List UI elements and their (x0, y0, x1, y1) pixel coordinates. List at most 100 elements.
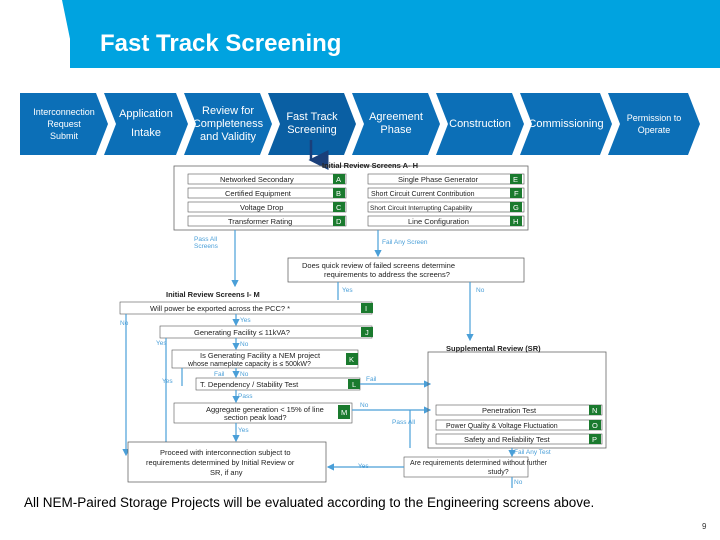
proceed-text: requirements determined by Initial Revie… (146, 458, 295, 467)
screen-e-letter-box (510, 174, 522, 184)
screen-f-letter-box (510, 188, 522, 198)
l-fail-label: Fail (366, 376, 377, 383)
screen-l-letter: L (352, 380, 356, 389)
screen-g-letter-box (510, 202, 522, 212)
screen-h-letter-box (510, 216, 522, 226)
screen-a-label: Networked Secondary (220, 175, 294, 184)
screen-k-letter-box (346, 353, 358, 365)
test-p (435, 433, 603, 445)
initial-review-ah-frame (173, 165, 529, 231)
screen-i-label: Will power be exported across the PCC? * (150, 304, 290, 313)
screen-g-label: Short Circuit Interrupting Capability (370, 205, 473, 212)
step-label: Request Submit (47, 119, 81, 141)
step-commissioning: Commissioning (520, 93, 612, 155)
screen-k-label: whose nameplate capacity is ≤ 500kW? (187, 361, 311, 368)
j-no-label: No (240, 341, 249, 348)
header-notch (0, 0, 70, 68)
screen-m-letter: M (341, 408, 347, 417)
screen-b-letter: B (336, 189, 341, 198)
test-n-letter: N (592, 406, 597, 415)
sr-yes-label: Yes (358, 463, 369, 470)
l-pass-label: Pass (238, 393, 253, 400)
screen-h-letter: H (513, 217, 518, 226)
step-label: Review for (202, 104, 254, 117)
screen-d (187, 215, 347, 227)
screen-d-label: Transformer Rating (228, 217, 292, 226)
screen-e-letter: E (513, 175, 518, 184)
fail-any-screen-label: Fail Any Screen (382, 239, 428, 246)
proceed-text: Proceed with interconnection subject to (160, 448, 291, 457)
step-label: and Validity (199, 130, 257, 143)
step-label: Intake (131, 127, 161, 139)
k-no-label: No (240, 371, 249, 378)
screen-j-letter: J (365, 328, 369, 337)
header-band (0, 0, 720, 68)
i-yes-label: Yes (240, 317, 251, 324)
quick-no-label: No (476, 287, 485, 294)
proceed-text: SR, if any (210, 468, 243, 477)
test-n (435, 404, 603, 416)
quick-yes-label: Yes (342, 287, 353, 294)
screen-e (367, 173, 525, 185)
screen-k-letter: K (349, 355, 354, 364)
screen-j-letter-box (361, 327, 373, 337)
step-label: Screening (287, 124, 337, 136)
screen-f-label: Short Circuit Current Contribution (371, 191, 475, 198)
step-label: Fast Track (286, 111, 338, 123)
screen-e-label: Single Phase Generator (398, 175, 479, 184)
screen-c-letter: C (336, 203, 342, 212)
page-number: 9 (702, 522, 707, 531)
screen-b-letter-box (333, 188, 345, 198)
screen-i-letter-box (361, 303, 373, 313)
screen-a (187, 173, 347, 185)
screen-g (367, 201, 525, 213)
slide-title: Fast Track Screening (100, 30, 342, 57)
screen-l-label: T. Dependency / Stability Test (200, 380, 299, 389)
test-o-letter-box (589, 420, 601, 430)
supplemental-review-title: Supplemental Review (SR) (446, 344, 541, 353)
screen-a-letter: A (336, 175, 341, 184)
pass-all-label: Screens (194, 243, 219, 250)
sr-question-text: Are requirements determined without furt… (410, 460, 548, 467)
sr-no-label: No (514, 479, 523, 486)
screen-i-letter: I (365, 304, 367, 313)
screen-d-letter: D (336, 217, 342, 226)
step-label: Interconnection (33, 107, 95, 117)
screen-h (367, 215, 525, 227)
m-yes-label: Yes (238, 427, 249, 434)
step-label: Completeness (192, 117, 264, 130)
sr-fail-any-test-label: Fail Any Test (514, 449, 551, 456)
k-yes-label: Yes (162, 378, 173, 385)
proceed-box (127, 441, 327, 483)
screen-l-letter-box (348, 379, 360, 389)
step-label: Application (119, 108, 173, 120)
screen-f (367, 187, 525, 199)
test-n-label: Penetration Test (482, 406, 537, 415)
screen-b-label: Certified Equipment (225, 189, 292, 198)
test-p-label: Safety and Reliability Test (464, 435, 551, 444)
m-no-label: No (360, 402, 369, 409)
screen-h-label: Line Configuration (408, 217, 469, 226)
step-label: Construction (449, 117, 511, 130)
test-o (435, 419, 603, 431)
quick-review-question (287, 257, 525, 283)
step-label: Commissioning (528, 117, 604, 130)
step-label: Permission to (626, 113, 682, 123)
test-n-letter-box (589, 405, 601, 415)
step-label: Agreement (369, 111, 423, 123)
initial-review-im-title: Initial Review Screens I- M (166, 290, 260, 299)
test-o-label: Power Quality & Voltage Fluctuation (446, 423, 558, 430)
initial-review-ah-title: Initial Review Screens A- H (322, 161, 418, 170)
test-p-letter: P (592, 435, 597, 444)
screen-m-letter-box (338, 405, 350, 419)
i-no-label: No (120, 320, 129, 327)
supplemental-review-frame (427, 351, 607, 449)
footer-note: All NEM-Paired Storage Projects will be … (24, 495, 595, 510)
step-construction: Construction (436, 93, 524, 155)
screen-g-letter: G (513, 203, 519, 212)
